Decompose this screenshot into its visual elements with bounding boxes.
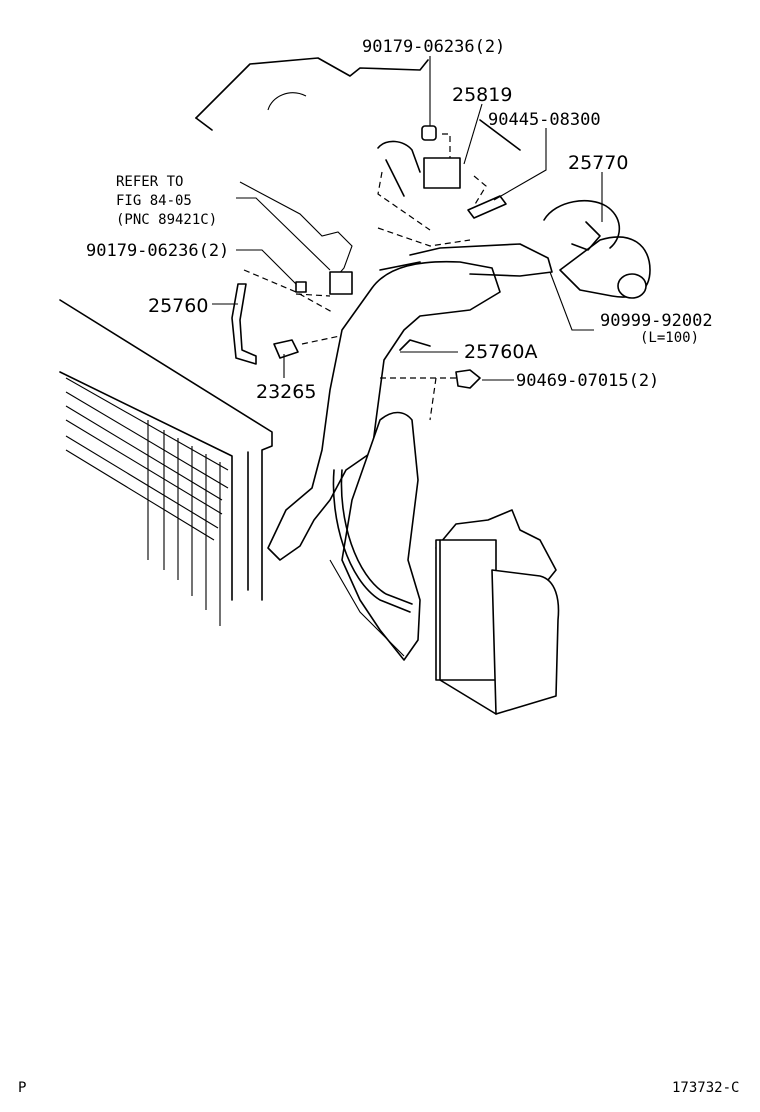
refer-to-line1: REFER TO	[116, 174, 183, 190]
callout-25760: 25760	[148, 295, 208, 317]
leader-lines	[212, 56, 603, 381]
callout-length-note: (L=100)	[640, 330, 699, 346]
callout-90999-92002: 90999-92002	[600, 311, 713, 331]
small-parts	[273, 125, 481, 389]
callout-90179-06236-top: 90179-06236(2)	[362, 37, 505, 57]
refer-to-line3: (PNC 89421C)	[116, 212, 217, 228]
footer-left-code: P	[18, 1080, 26, 1096]
footer-figure-number: 173732-C	[672, 1080, 739, 1096]
refer-to-line2: FIG 84-05	[116, 193, 192, 209]
callout-25819: 25819	[452, 84, 512, 106]
callout-23265: 23265	[256, 381, 316, 403]
callout-90445-08300: 90445-08300	[488, 110, 601, 130]
engine-outline	[195, 57, 521, 285]
callout-25760A: 25760A	[464, 341, 537, 363]
intake-duct	[267, 199, 651, 715]
callout-25770: 25770	[568, 152, 628, 174]
callout-90179-06236-left: 90179-06236(2)	[86, 241, 229, 261]
radiator	[59, 299, 273, 626]
callout-90469-07015: 90469-07015(2)	[516, 371, 659, 391]
